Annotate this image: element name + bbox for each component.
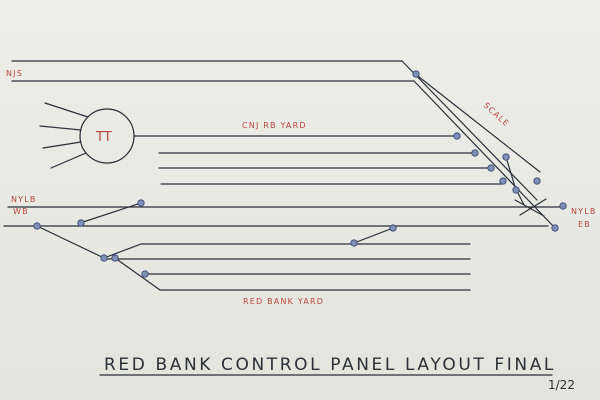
switch-point[interactable] [412, 70, 420, 78]
crossing-mark-2 [519, 198, 547, 216]
switch-point[interactable] [533, 177, 541, 185]
nylb-crossover [79, 202, 142, 224]
label-nylb-eb-line1: NYLB [571, 207, 597, 216]
turntable-lead-1 [44, 102, 89, 118]
switch-point[interactable] [551, 224, 559, 232]
diagram-title: RED BANK CONTROL PANEL LAYOUT FINAL [104, 355, 556, 375]
turntable-lead-4 [50, 152, 87, 169]
label-scale: SCALE [482, 101, 512, 129]
switch-point[interactable] [137, 199, 145, 207]
red-bank-crossover [353, 227, 394, 244]
switch-point[interactable] [77, 219, 85, 227]
switch-point[interactable] [33, 222, 41, 230]
label-turntable: TT [95, 130, 112, 145]
switch-point[interactable] [389, 224, 397, 232]
switch-point[interactable] [100, 254, 108, 262]
switch-point[interactable] [512, 186, 520, 194]
switch-point[interactable] [350, 239, 358, 247]
njs-diagonal-2 [413, 80, 556, 229]
switch-point[interactable] [487, 164, 495, 172]
label-cnj-rb-yard: CNJ RB YARD [242, 121, 307, 130]
crossing-mark-1 [514, 199, 545, 217]
red-bank-lead-branch-2 [114, 257, 161, 291]
red-bank-lead-branch-1 [103, 243, 142, 259]
switch-point[interactable] [471, 149, 479, 157]
label-red-bank-yard: RED BANK YARD [243, 297, 324, 306]
red-bank-yard-lead [36, 225, 105, 259]
label-nylb-eb-line2: EB [578, 220, 591, 229]
switch-point[interactable] [453, 132, 461, 140]
label-nylb-wb-line2: WB [13, 207, 29, 216]
turntable-lead-2 [39, 125, 82, 131]
switch-point[interactable] [111, 254, 119, 262]
diagram-date: 1/22 [548, 378, 575, 392]
njs-diagonal-1 [401, 60, 538, 201]
label-njs: NJS [6, 69, 23, 78]
cnj-yard-lead [505, 156, 517, 191]
scale-track [413, 72, 541, 173]
turntable-lead-3 [42, 141, 82, 149]
switch-point[interactable] [499, 177, 507, 185]
switch-point[interactable] [502, 153, 510, 161]
switch-point[interactable] [559, 202, 567, 210]
label-nylb-wb-line1: NYLB [11, 195, 37, 204]
switch-point[interactable] [141, 270, 149, 278]
